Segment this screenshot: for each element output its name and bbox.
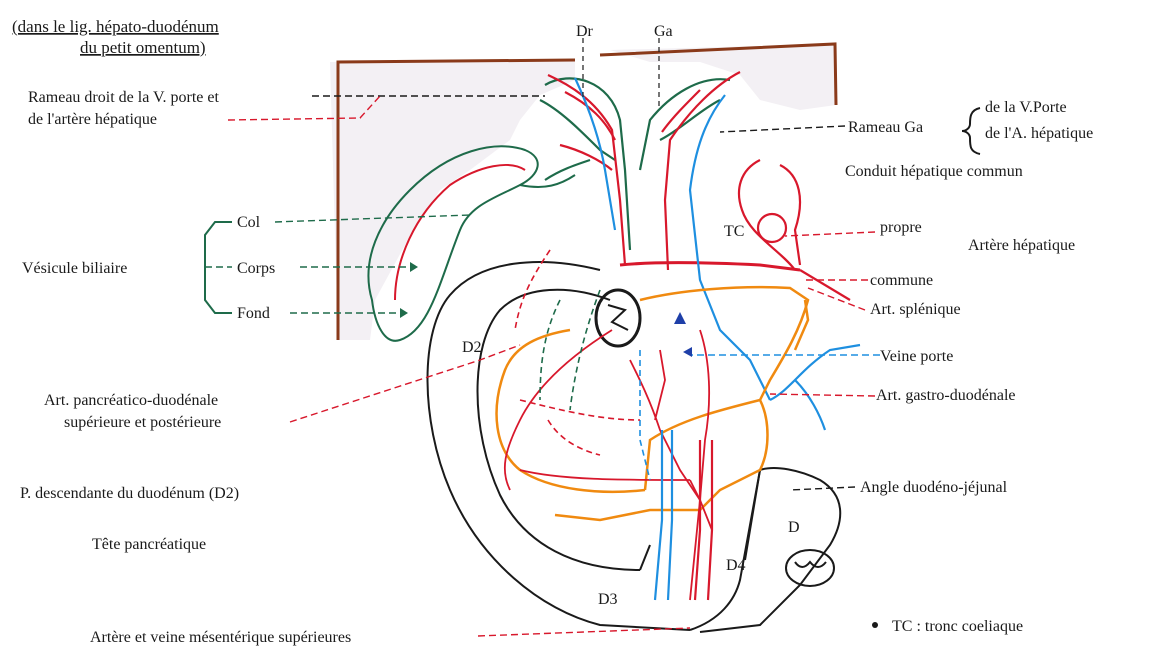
hidden-structures	[515, 250, 650, 480]
label-propre: propre	[880, 219, 922, 236]
diagram-labels: TC D2 D3 D4 D	[462, 223, 800, 608]
label-splenique: Art. splénique	[870, 301, 961, 318]
ga-vertical-markers	[583, 38, 659, 110]
hepatic-branches	[540, 72, 860, 430]
label-tc: TC	[724, 223, 744, 240]
duodenum-outline	[428, 262, 841, 632]
label-art-pd-1: Art. pancréatico-duodénale	[44, 392, 218, 409]
header-line1: (dans le lig. hépato-duodénum	[12, 17, 219, 36]
label-commune: commune	[870, 272, 933, 289]
label-rameau-droit-1: Rameau droit de la V. porte et	[28, 89, 219, 106]
top-labels: Dr Ga	[576, 23, 673, 40]
label-rameau-droit-2: de l'artère hépatique	[28, 111, 157, 128]
label-d3: D3	[598, 591, 618, 608]
label-tete: Tête pancréatique	[92, 536, 206, 553]
label-gastro: Art. gastro-duodénale	[876, 387, 1016, 404]
label-ahep-branch: de l'A. hépatique	[985, 125, 1093, 142]
pancreas-outline	[497, 287, 808, 520]
header-line2: du petit omentum)	[80, 38, 206, 57]
pancreatic-arcades	[505, 330, 712, 600]
label-artere-hep: Artère hépatique	[968, 237, 1075, 254]
rameau-brace	[962, 108, 980, 154]
header-text: (dans le lig. hépato-duodénum du petit o…	[12, 17, 219, 57]
label-vesicule: Vésicule biliaire	[22, 260, 127, 277]
label-col: Col	[237, 214, 261, 231]
label-angle: Angle duodéno-jéjunal	[860, 479, 1008, 496]
bile-duct-section	[596, 290, 640, 346]
label-art-pd-2: supérieure et postérieure	[64, 414, 221, 431]
label-d: D	[788, 519, 800, 536]
label-conduit: Conduit hépatique commun	[845, 163, 1023, 180]
label-legend-tc: TC : tronc coeliaque	[892, 618, 1023, 635]
label-d2: D2	[462, 339, 482, 356]
legend-bullet-icon	[872, 622, 878, 628]
ga-label: Ga	[654, 23, 673, 40]
vein-arrows	[674, 312, 692, 357]
label-veine-porte: Veine porte	[880, 348, 953, 365]
label-fond: Fond	[237, 305, 270, 322]
label-rameau-ga: Rameau Ga	[848, 119, 923, 136]
dr-label: Dr	[576, 23, 594, 40]
right-labels: Rameau Ga de la V.Porte de l'A. hépatiqu…	[845, 99, 1093, 635]
liver-outline	[330, 44, 836, 340]
label-corps: Corps	[237, 260, 275, 277]
arrow-heads	[400, 262, 418, 318]
label-mesenterique: Artère et veine mésentérique supérieures	[90, 629, 351, 646]
left-labels: Rameau droit de la V. porte et de l'artè…	[20, 89, 351, 646]
label-vporte-branch: de la V.Porte	[985, 99, 1067, 116]
label-d2-desc: P. descendante du duodénum (D2)	[20, 485, 239, 502]
label-d4: D4	[726, 557, 746, 574]
celiac-trunk	[758, 214, 786, 242]
